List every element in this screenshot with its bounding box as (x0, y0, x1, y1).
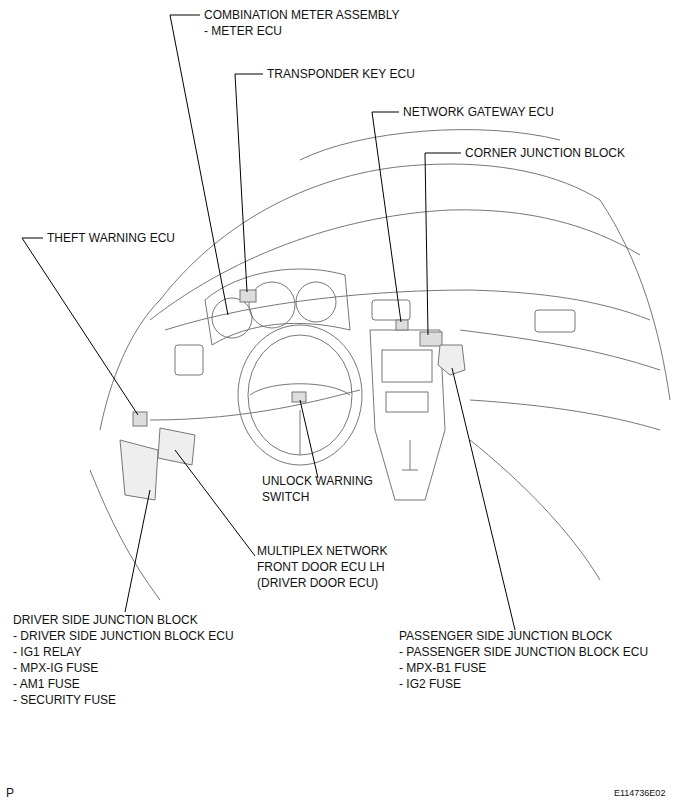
center-console (370, 330, 445, 500)
sub-label: - AM1 FUSE (13, 676, 80, 692)
dash-face (165, 290, 650, 330)
audio-panel (382, 350, 432, 382)
part-label: COMBINATION METER ASSEMBLY (204, 7, 400, 23)
steering-wheel-inner (248, 335, 352, 455)
steering-wheel (238, 325, 362, 465)
part-label: UNLOCK WARNING SWITCH (262, 473, 392, 505)
vent (175, 345, 203, 375)
ecu-box (133, 412, 147, 426)
vent (535, 310, 575, 332)
shift-lever (402, 440, 418, 470)
climate-panel (386, 392, 428, 412)
figure-code: E114736E02 (614, 785, 665, 801)
page-mark: P (6, 785, 14, 801)
leader-line (452, 368, 515, 630)
door-ecu (158, 428, 195, 465)
leader-line (300, 400, 318, 478)
sub-label: - MPX-IG FUSE (13, 660, 98, 676)
sub-label: - IG2 FUSE (399, 676, 461, 692)
gauge (296, 282, 336, 322)
sub-label: - MPX-B1 FUSE (399, 660, 486, 676)
sub-label: - PASSENGER SIDE JUNCTION BLOCK ECU (399, 644, 648, 660)
lower-dash (150, 390, 360, 420)
leader-line (170, 15, 228, 315)
dashboard-drawing (90, 130, 670, 600)
gauge (249, 282, 295, 328)
junction-block (420, 332, 442, 346)
part-label: NETWORK GATEWAY ECU (403, 104, 554, 120)
leader-line (22, 238, 138, 415)
leader-line (372, 112, 401, 322)
leader-line (175, 450, 255, 556)
floor-line (470, 440, 600, 580)
vent (372, 300, 410, 320)
part-label: TRANSPONDER KEY ECU (267, 66, 415, 82)
ecu-box (396, 320, 408, 330)
leader-line (425, 153, 461, 335)
part-label: DRIVER SIDE JUNCTION BLOCK (13, 612, 198, 628)
sub-label: - METER ECU (204, 23, 282, 39)
dash-top (150, 210, 640, 320)
part-label: MULTIPLEX NETWORK FRONT DOOR ECU LH (DRI… (257, 543, 407, 591)
a-pillar-left (100, 300, 160, 430)
junction-block (438, 345, 465, 375)
part-label: PASSENGER SIDE JUNCTION BLOCK (399, 628, 612, 644)
sub-label: - IG1 RELAY (13, 644, 81, 660)
door-line (90, 470, 160, 600)
sub-label: - SECURITY FUSE (13, 692, 116, 708)
leader-line (125, 490, 150, 612)
ecu-box (240, 290, 256, 302)
part-label: CORNER JUNCTION BLOCK (465, 145, 625, 161)
switch (292, 392, 306, 402)
windshield-edge (160, 164, 600, 300)
part-label: THEFT WARNING ECU (47, 230, 175, 246)
leader-line (235, 74, 263, 292)
sub-label: - DRIVER SIDE JUNCTION BLOCK ECU (13, 628, 234, 644)
glovebox-top (460, 330, 660, 370)
steering-spokes (250, 384, 350, 455)
glovebox-bottom (470, 400, 660, 430)
gauge (212, 298, 252, 338)
junction-block (120, 440, 158, 500)
